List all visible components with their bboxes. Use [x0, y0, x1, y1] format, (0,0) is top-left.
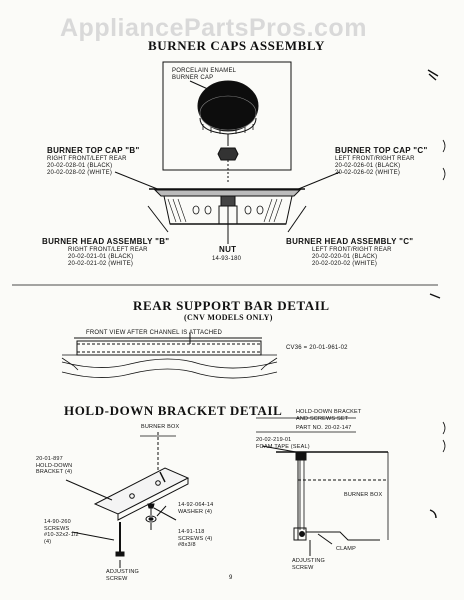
head-b-title: BURNER HEAD ASSEMBLY "B" [42, 237, 170, 246]
porcelain-cap-label: PORCELAIN ENAMEL BURNER CAP [172, 68, 237, 81]
head-c-title: BURNER HEAD ASSEMBLY "C" [286, 237, 414, 246]
top-cap-b-details: RIGHT FRONT/LEFT REAR 20-02-028-01 (BLAC… [47, 156, 127, 176]
hold-down-set-part: PART NO. 20-02-147 [296, 425, 352, 431]
nut-part: 14-93-180 [212, 256, 242, 262]
rear-support-part: CV36 = 20-01-961-02 [286, 345, 348, 351]
watermark-text: AppliancePartsPros.com [60, 14, 367, 42]
foam-tape-label: 20-02-219-01 FOAM TAPE (SEAL) [256, 437, 310, 450]
burner-caps-title: BURNER CAPS ASSEMBLY [148, 38, 325, 53]
top-cap-b-title: BURNER TOP CAP "B" [47, 146, 140, 155]
head-b-details: RIGHT FRONT/LEFT REAR 20-02-021-01 (BLAC… [68, 247, 148, 267]
front-view-label: FRONT VIEW AFTER CHANNEL IS ATTACHED [86, 330, 222, 336]
burner-box-right-label: BURNER BOX [344, 492, 383, 498]
top-cap-c-details: LEFT FRONT/RIGHT REAR 20-02-026-01 (BLAC… [335, 156, 415, 176]
rear-support-title: REAR SUPPORT BAR DETAIL [133, 298, 330, 313]
porcelain-cap-frame [162, 61, 292, 171]
adjusting-screw-left-label: ADJUSTING SCREW [106, 569, 139, 582]
screws-right-label: 14-91-118 SCREWS (4) #8x3/8 [178, 529, 213, 548]
burner-box-top-label: BURNER BOX [141, 424, 180, 430]
rear-support-subtitle: (CNV MODELS ONLY) [184, 313, 273, 322]
adjusting-screw-right-label: ADJUSTING SCREW [292, 558, 325, 571]
washer-label: 14-92-064-14 WASHER (4) [178, 502, 214, 515]
burner-cap-disc [197, 80, 259, 132]
head-c-details: LEFT FRONT/RIGHT REAR 20-02-020-01 (BLAC… [312, 247, 392, 267]
clamp-label: CLAMP [336, 546, 356, 552]
nut-title: NUT [219, 245, 237, 254]
page-number: 9 [229, 575, 233, 581]
hold-down-set-title: HOLD-DOWN BRACKET AND SCREWS SET [296, 409, 362, 422]
top-cap-c-title: BURNER TOP CAP "C" [335, 146, 428, 155]
screws-left-label: 14-90-260 SCREWS #10-32x2-1/2 (4) [44, 519, 79, 545]
bracket-label: 20-01-897 HOLD-DOWN BRACKET (4) [36, 456, 73, 475]
hold-down-title: HOLD-DOWN BRACKET DETAIL [64, 403, 283, 418]
